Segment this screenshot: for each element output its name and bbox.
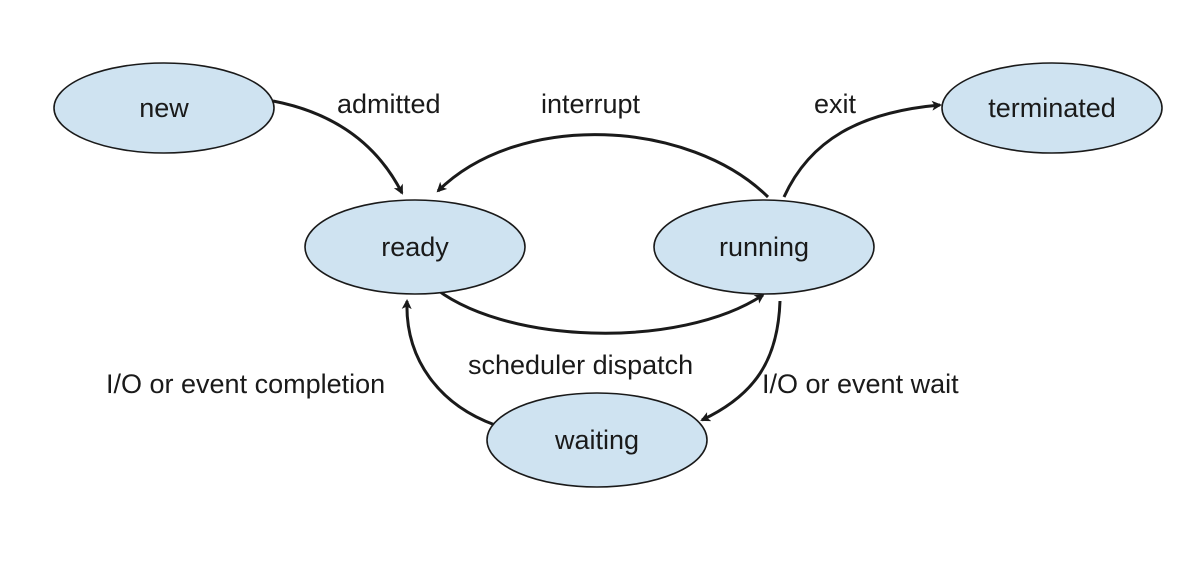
- state-terminated: terminated: [941, 62, 1163, 154]
- edge-io-event-completion: [401, 299, 496, 427]
- edge-admitted: [272, 99, 404, 195]
- state-waiting-label: waiting: [554, 425, 639, 455]
- edge-exit: [782, 100, 942, 198]
- state-terminated-shape: [941, 62, 1163, 154]
- edge-scheduler-dispatch: [429, 282, 765, 335]
- label-admitted: admitted: [337, 89, 441, 119]
- state-waiting: waiting: [486, 392, 708, 488]
- label-io-event-wait: I/O or event wait: [762, 369, 959, 399]
- edge-io-event-wait: [700, 300, 782, 422]
- label-io-event-completion: I/O or event completion: [106, 369, 385, 399]
- state-ready-shape: [304, 199, 526, 295]
- state-running: running: [653, 199, 875, 295]
- state-ready: ready: [304, 199, 526, 295]
- state-running-shape: [653, 199, 875, 295]
- state-new-shape: [53, 62, 275, 154]
- edge-interrupt: [436, 133, 770, 199]
- state-running-label: running: [719, 232, 809, 262]
- state-terminated-label: terminated: [988, 93, 1116, 123]
- state-new: new: [53, 62, 275, 154]
- label-exit: exit: [814, 89, 857, 119]
- label-scheduler-dispatch: scheduler dispatch: [468, 350, 693, 380]
- state-waiting-shape: [486, 392, 708, 488]
- state-ready-label: ready: [381, 232, 449, 262]
- state-new-label: new: [139, 93, 189, 123]
- label-interrupt: interrupt: [541, 89, 641, 119]
